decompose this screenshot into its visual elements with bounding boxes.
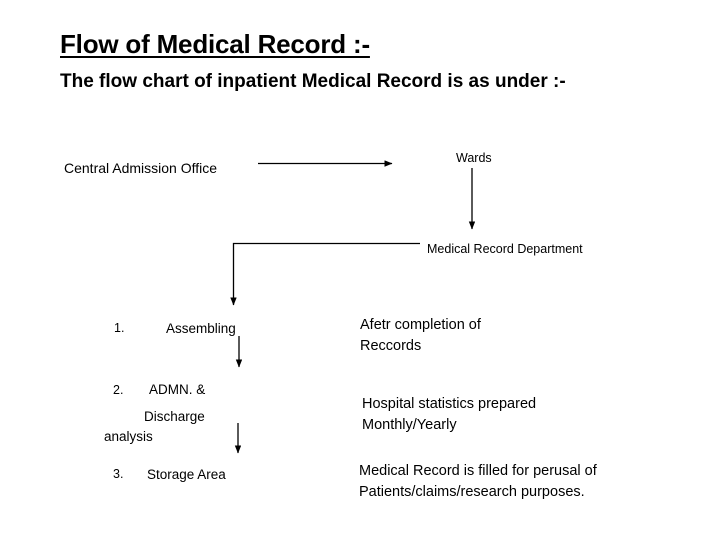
annotation-hospital-statistics: Hospital statistics prepared Monthly/Yea… <box>362 396 537 433</box>
node-wards: Wards <box>456 151 492 165</box>
page-subtitle: The flow chart of inpatient Medical Reco… <box>60 71 566 92</box>
step-3-label: Storage Area <box>147 467 226 482</box>
annotation-perusal: Medical Record is filled for perusal of … <box>359 463 597 500</box>
node-central-admission-office: Central Admission Office <box>64 160 218 176</box>
elbow-mrd-to-assembling <box>230 242 420 306</box>
step-2-label-line2: Discharge <box>144 409 205 424</box>
step-1-number: 1. <box>114 321 125 335</box>
page-title: Flow of Medical Record :- <box>60 29 370 59</box>
node-medical-record-department: Medical Record Department <box>427 242 583 256</box>
step-1-label: Assembling <box>166 321 236 336</box>
step-2-number: 2. <box>113 383 124 397</box>
step-2-label: ADMN. & <box>149 382 206 397</box>
step-2-label-line3: analysis <box>104 429 153 444</box>
annotation-after-completion: Afetr completion of Reccords <box>360 317 481 354</box>
step-3-number: 3. <box>113 467 124 481</box>
